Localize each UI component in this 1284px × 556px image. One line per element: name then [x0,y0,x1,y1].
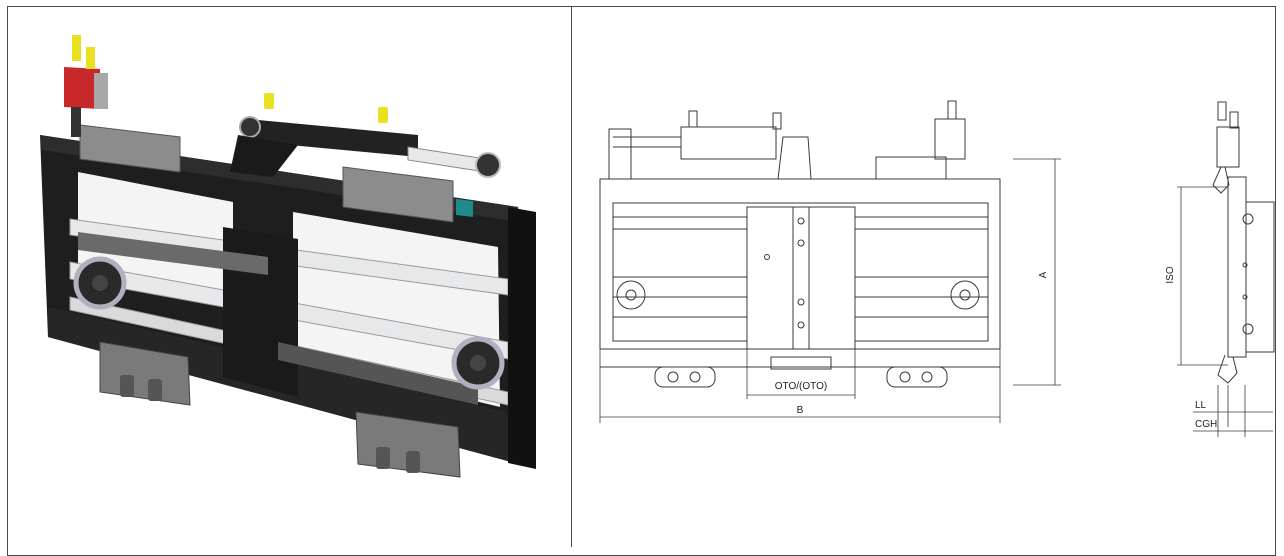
right-housing [342,166,454,223]
fitting-front-3 [947,100,957,120]
top-cylinder-front [680,126,777,160]
side-top-hook [1212,166,1230,194]
cylinder-mount [777,136,812,180]
valve-block [64,67,100,109]
left-fork-hook-front [654,366,716,388]
center-member [223,227,298,397]
right-fork-hook-front [886,366,948,388]
top-cylinder [248,119,418,157]
side-hole-2 [1242,294,1248,300]
cylinder-eye-left [239,116,261,138]
side-hole-1 [1242,262,1248,268]
bolt-2 [797,239,805,247]
left-hook-bolt-1 [667,371,679,383]
lower-right-cylinder [278,342,478,405]
dim-oto-label: OTO/(OTO) [775,381,827,392]
fitting-front-2 [772,112,782,130]
valve-fitting-1 [72,35,81,61]
bolt-1 [797,217,805,225]
side-valve [1216,126,1240,168]
side-bolt-2 [1242,323,1254,335]
left-hook-bolt-2 [689,371,701,383]
fitting-front-1 [688,110,698,128]
dim-ll-label: LL [1195,400,1207,411]
dim-iso-label: ISO [1165,266,1176,283]
right-fork-lug-2 [406,451,420,473]
valve-front [934,118,966,160]
side-bolt-1 [1242,213,1254,225]
right-pulley-front-hub [959,289,971,301]
right-pulley-front [950,280,980,310]
drawing-panel: A OTO/(OTO) B ISO LL CGH [573,7,1275,547]
right-upper-block [875,156,947,180]
bolt-4 [797,321,805,329]
fork-positioner-render [40,35,536,478]
render-panel [8,7,570,547]
lower-left-cylinder [78,232,268,275]
top-cylinder-rod [407,146,487,173]
valve-body [94,73,108,109]
dim-a-label: A [1038,271,1049,278]
side-fitting-2 [1229,111,1239,129]
left-pulley-front [616,280,646,310]
valve-mount [71,107,81,137]
valve-fitting-2 [86,47,95,69]
left-pulley-hub [92,275,108,291]
cylinder-fitting-left [264,93,274,109]
side-fitting-1 [1217,101,1227,121]
right-hook-bolt-1 [899,371,911,383]
center-shoe-front [770,356,832,370]
side-carriage [1245,201,1275,353]
dim-b-label: B [797,405,804,416]
right-hook-bolt-2 [921,371,933,383]
cylinder-fitting-right [378,107,388,123]
right-fork-lug-1 [376,447,390,469]
right-side-plate [508,207,536,469]
left-housing [79,124,181,173]
technical-drawing: A OTO/(OTO) B ISO LL CGH [599,100,1275,437]
center-carriage-front [746,206,856,350]
dim-cgh-label: CGH [1195,419,1217,430]
teal-marker [456,199,473,217]
cylinder-eye-right [475,152,501,178]
bolt-3 [797,298,805,306]
panel-divider [571,6,572,547]
cylinder-bracket [230,135,298,177]
right-pulley-hub [470,355,486,371]
left-fork-lug-2 [148,379,162,401]
left-pulley-front-hub [625,289,637,301]
left-fork-lug-1 [120,375,134,397]
center-hole [764,254,770,260]
side-bottom-hook [1217,354,1238,384]
